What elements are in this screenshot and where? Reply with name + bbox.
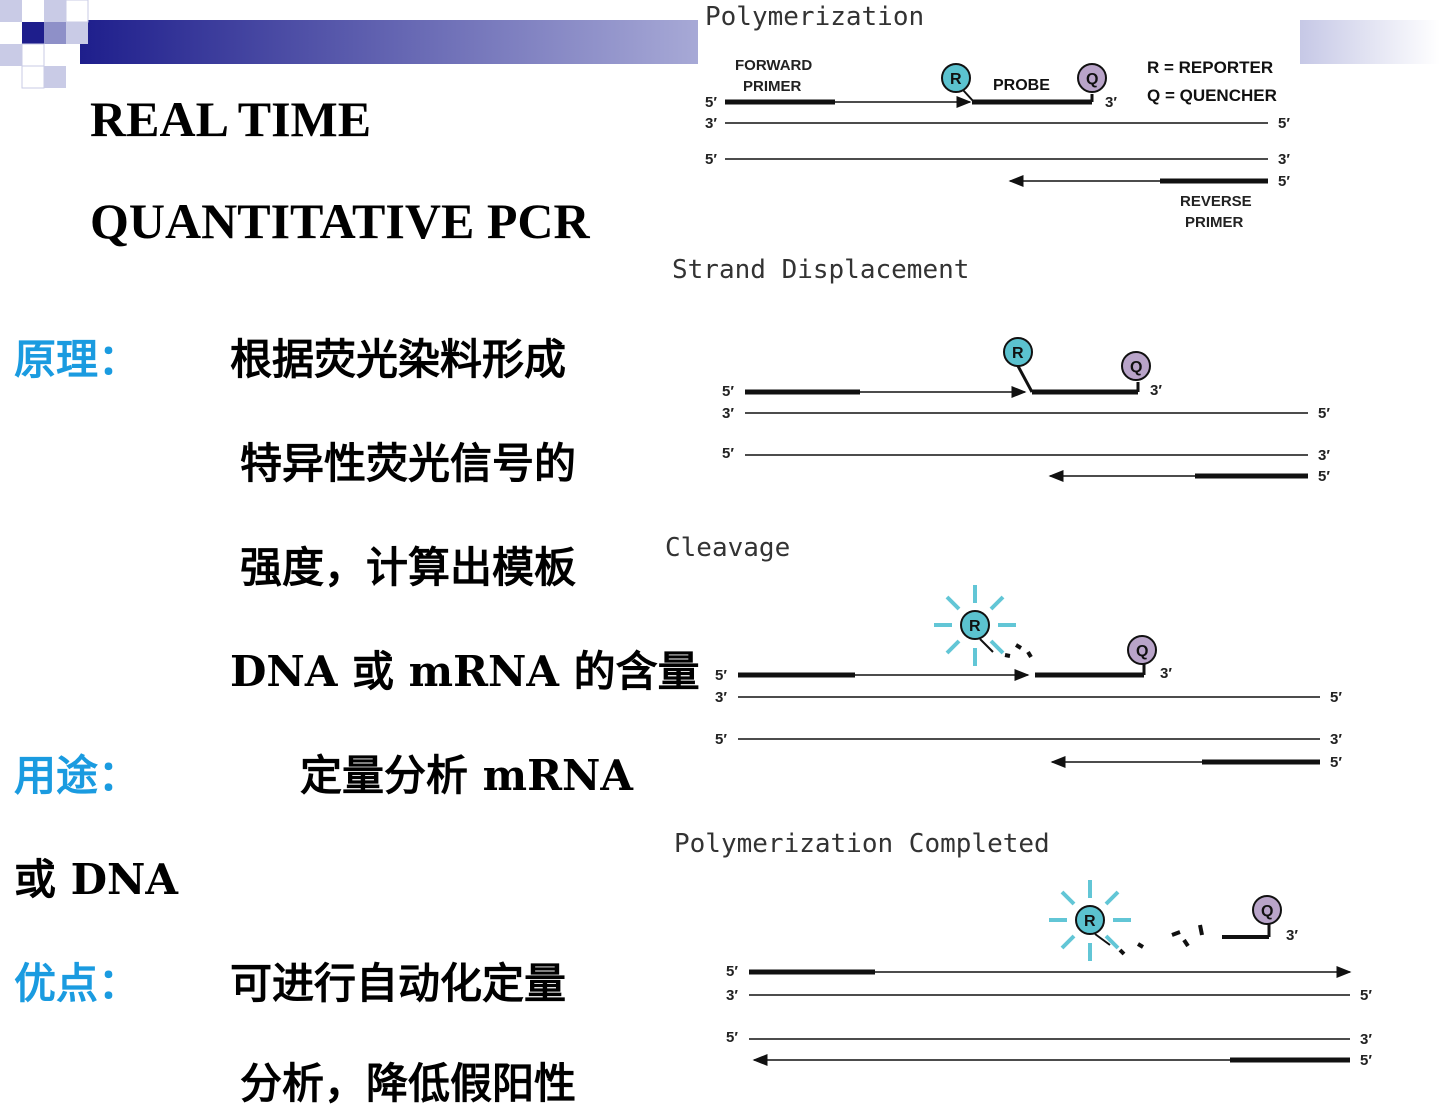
quencher-dye: [1121, 351, 1151, 381]
principle-text-4: DNA 或 mRNA 的含量: [230, 647, 700, 696]
svg-text:R: R: [969, 618, 981, 635]
legend-quencher: Q = QUENCHER: [1147, 86, 1277, 105]
title-line-1: REAL TIME: [90, 91, 372, 147]
advantage-text-2: 分析，降低假阳性: [240, 1059, 577, 1108]
reverse-primer-label: PRIMER: [1185, 214, 1244, 231]
svg-text:5′: 5′: [1278, 173, 1290, 190]
advantage-text-1: 可进行自动化定量: [230, 959, 567, 1008]
svg-text:R: R: [1084, 913, 1096, 930]
svg-text:5′: 5′: [726, 1029, 738, 1046]
forward-primer-label: PRIMER: [743, 78, 802, 95]
svg-text:3′: 3′: [1318, 447, 1330, 464]
probe-label: PROBE: [993, 77, 1050, 94]
principle-label: 原理：: [14, 335, 141, 384]
reporter-dye: [941, 63, 971, 93]
svg-text:3′: 3′: [1330, 731, 1342, 748]
svg-text:3′: 3′: [705, 115, 717, 132]
reporter-dye: [960, 610, 990, 640]
stage-polymerization: Polymerization FORWARD PRIMER PROBE R = …: [705, 2, 1290, 231]
corner-squares: [0, 0, 89, 89]
principle-text-1: 根据荧光染料形成: [230, 335, 567, 384]
svg-text:5′: 5′: [715, 731, 727, 748]
svg-text:Q: Q: [1086, 71, 1098, 88]
stage-polymerization-completed: Polymerization Completed R Q 3′ 5′: [674, 829, 1372, 1069]
svg-text:5′: 5′: [1318, 468, 1330, 485]
svg-text:5′: 5′: [1278, 115, 1290, 132]
quencher-dye: [1127, 635, 1157, 665]
title-line-2: QUANTITATIVE PCR: [90, 193, 590, 249]
svg-text:5′: 5′: [1318, 405, 1330, 422]
quencher-dye: [1077, 63, 1107, 93]
cleaved-fragments: [1004, 643, 1033, 659]
stage-title: Strand Displacement: [672, 255, 969, 285]
reporter-glow: [934, 585, 1016, 666]
svg-text:3′: 3′: [726, 987, 738, 1004]
svg-text:Q: Q: [1136, 643, 1148, 660]
svg-text:R: R: [950, 71, 962, 88]
header-bar-right: [1300, 20, 1440, 64]
svg-text:5′: 5′: [722, 383, 734, 400]
stage-strand-displacement: Strand Displacement R Q 3′ 5′ 3′ 5′ 5′ 3…: [672, 255, 1330, 485]
svg-text:Q: Q: [1130, 359, 1142, 376]
svg-text:3′: 3′: [1360, 1031, 1372, 1048]
taqman-diagram: Polymerization FORWARD PRIMER PROBE R = …: [665, 2, 1372, 1069]
svg-text:3′: 3′: [1160, 665, 1172, 682]
usage-label: 用途：: [14, 751, 141, 800]
stage-title: Polymerization Completed: [674, 829, 1050, 859]
stage-cleavage: Cleavage R Q 3′ 5′ 3′ 5′ 5′: [665, 533, 1342, 771]
svg-text:5′: 5′: [705, 151, 717, 168]
svg-text:5′: 5′: [1330, 754, 1342, 771]
svg-text:3′: 3′: [1286, 927, 1298, 944]
svg-text:5′: 5′: [722, 445, 734, 462]
end-label: 5′: [705, 94, 717, 111]
svg-text:5′: 5′: [726, 963, 738, 980]
header-bar: [80, 20, 698, 64]
reverse-primer-label: REVERSE: [1180, 193, 1252, 210]
svg-text:3′: 3′: [1278, 151, 1290, 168]
legend-reporter: R = REPORTER: [1147, 58, 1273, 77]
reporter-dye: [1075, 905, 1105, 935]
principle-text-3: 强度，计算出模板: [240, 543, 577, 592]
svg-text:5′: 5′: [1330, 689, 1342, 706]
svg-text:3′: 3′: [1105, 94, 1117, 111]
svg-text:5′: 5′: [1360, 987, 1372, 1004]
svg-text:3′: 3′: [715, 689, 727, 706]
quencher-dye: [1252, 895, 1282, 925]
svg-text:Q: Q: [1261, 903, 1273, 920]
svg-text:3′: 3′: [722, 405, 734, 422]
svg-text:R: R: [1012, 345, 1024, 362]
reporter-glow: [1049, 880, 1131, 961]
svg-text:5′: 5′: [715, 667, 727, 684]
svg-text:3′: 3′: [1150, 382, 1162, 399]
svg-text:5′: 5′: [1360, 1052, 1372, 1069]
principle-text-2: 特异性荧光信号的: [240, 439, 577, 488]
usage-text-2: 或 DNA: [14, 855, 179, 904]
usage-text-1: 定量分析 mRNA: [300, 751, 633, 800]
header-decoration: [0, 0, 1440, 89]
forward-primer-label: FORWARD: [735, 57, 812, 74]
stage-title: Polymerization: [705, 2, 924, 32]
cleaved-fragments: [1118, 924, 1204, 956]
advantage-label: 优点：: [14, 959, 141, 1008]
stage-title: Cleavage: [665, 533, 790, 563]
